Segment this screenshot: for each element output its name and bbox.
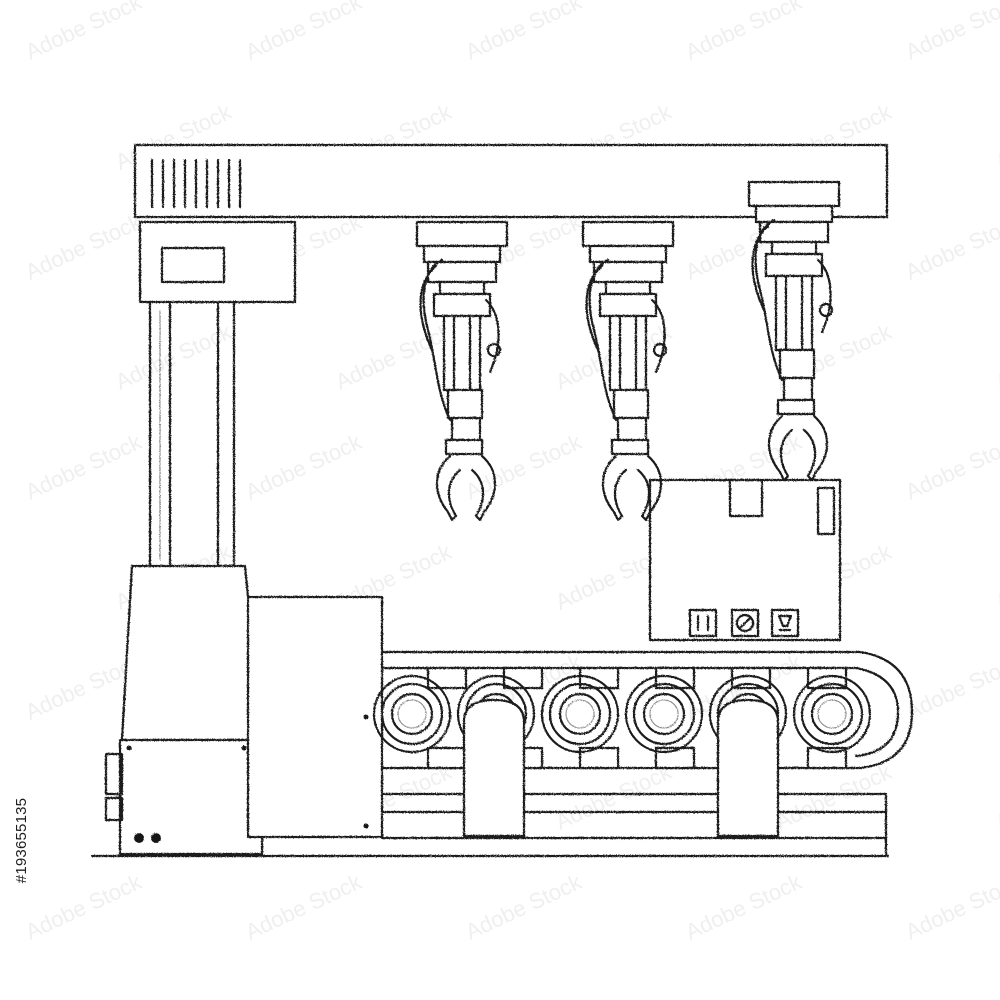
- stock-id-text: #193655135: [13, 797, 31, 883]
- watermark-text: Adobe Stock: [552, 759, 677, 835]
- watermark-text: Adobe Stock: [902, 0, 1000, 65]
- base-button-1: [134, 833, 144, 843]
- box-tape: [728, 478, 764, 518]
- base-panel: [118, 738, 264, 856]
- watermark-text: Adobe Stock: [22, 0, 147, 65]
- watermark-text: Adobe Stock: [242, 869, 367, 945]
- watermark-text: Adobe Stock: [902, 429, 1000, 505]
- base-button-2: [151, 833, 161, 843]
- support-column: [148, 300, 236, 568]
- conveyor-belt: [372, 650, 914, 857]
- watermark-text: Adobe Stock: [992, 319, 1000, 395]
- conveyor-leg-2: [716, 698, 780, 838]
- box-handling-symbols: [688, 608, 800, 638]
- cardboard-box: [648, 478, 842, 642]
- watermark-text: Adobe Stock: [22, 209, 147, 285]
- machine-base: [120, 564, 264, 742]
- watermark-text: Adobe Stock: [682, 0, 807, 65]
- watermark-text: Adobe Stock: [992, 759, 1000, 835]
- watermark-text: Adobe Stock: [462, 0, 587, 65]
- conveyor-roller-1: [372, 674, 452, 754]
- conveyor-leg-1: [462, 698, 526, 838]
- watermark-text: Adobe Stock: [992, 99, 1000, 175]
- watermark-text: Adobe Stock: [902, 869, 1000, 945]
- watermark-text: Adobe Stock: [682, 869, 807, 945]
- control-display: [160, 246, 226, 284]
- vent-grille: [150, 158, 242, 209]
- watermark-text: Adobe Stock: [902, 209, 1000, 285]
- watermark-text: Adobe Stock: [992, 539, 1000, 615]
- drive-housing: [246, 595, 384, 839]
- watermark-text: Adobe Stock: [242, 429, 367, 505]
- watermark-text: Adobe Stock: [242, 0, 367, 65]
- watermark-text: Adobe Stock: [902, 649, 1000, 725]
- watermark-text: Adobe Stock: [22, 429, 147, 505]
- watermark-text: Adobe Stock: [462, 869, 587, 945]
- factory-machine: [90, 143, 914, 858]
- stock-id-label: #193655135: [2, 760, 42, 920]
- watermark-text: Adobe Stock: [772, 759, 897, 835]
- robot-arm-1: [415, 220, 509, 522]
- control-head: [138, 220, 297, 304]
